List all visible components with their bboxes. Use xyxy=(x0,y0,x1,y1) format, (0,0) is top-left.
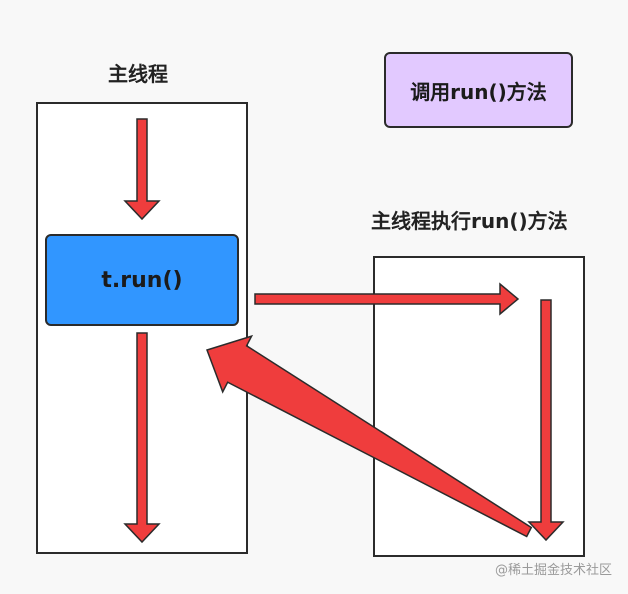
main-thread-label: 主线程 xyxy=(108,62,168,86)
watermark: @稀土掘金技术社区 xyxy=(494,563,612,578)
arrow-main-bottom-down xyxy=(123,332,161,544)
arrow-to-run-method xyxy=(254,282,520,316)
arrow-return xyxy=(206,334,533,538)
main-thread-run-label: 主线程执行run()方法 xyxy=(371,209,568,233)
arrow-main-top-down xyxy=(123,118,161,221)
t-run-node: t.run() xyxy=(45,234,239,326)
arrow-run-down xyxy=(527,299,565,542)
call-run-legend: 调用run()方法 xyxy=(384,52,573,128)
